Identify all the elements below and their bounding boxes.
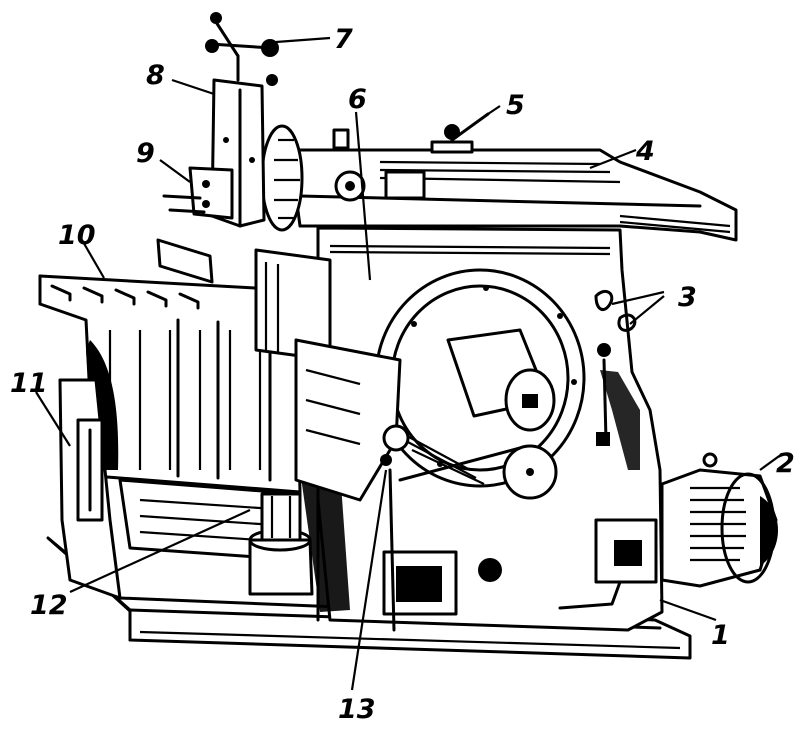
callout-1: 1 <box>711 620 730 651</box>
callout-8: 8 <box>146 60 165 91</box>
callout-12: 12 <box>30 590 68 621</box>
callout-numbers: 1 2 3 4 5 6 7 8 9 10 11 12 13 <box>10 24 795 725</box>
callout-9: 9 <box>136 138 155 169</box>
crank-housing <box>374 268 586 500</box>
callout-10: 10 <box>58 220 96 251</box>
callout-13: 13 <box>338 694 376 725</box>
electric-motor <box>660 452 778 588</box>
table-support-screw <box>118 478 314 596</box>
callout-6: 6 <box>348 84 367 115</box>
cross-rail <box>156 238 410 632</box>
callout-2: 2 <box>776 448 795 479</box>
callout-3: 3 <box>678 282 697 313</box>
tool-head <box>162 12 366 232</box>
callout-4: 4 <box>635 136 655 167</box>
ram <box>288 112 738 242</box>
leader-lines <box>35 36 783 691</box>
stroke-control-levers <box>594 290 637 446</box>
electrical-switch-boxes <box>382 518 658 616</box>
callout-7: 7 <box>334 24 353 55</box>
callout-5: 5 <box>506 90 525 121</box>
callout-11: 11 <box>10 368 48 399</box>
